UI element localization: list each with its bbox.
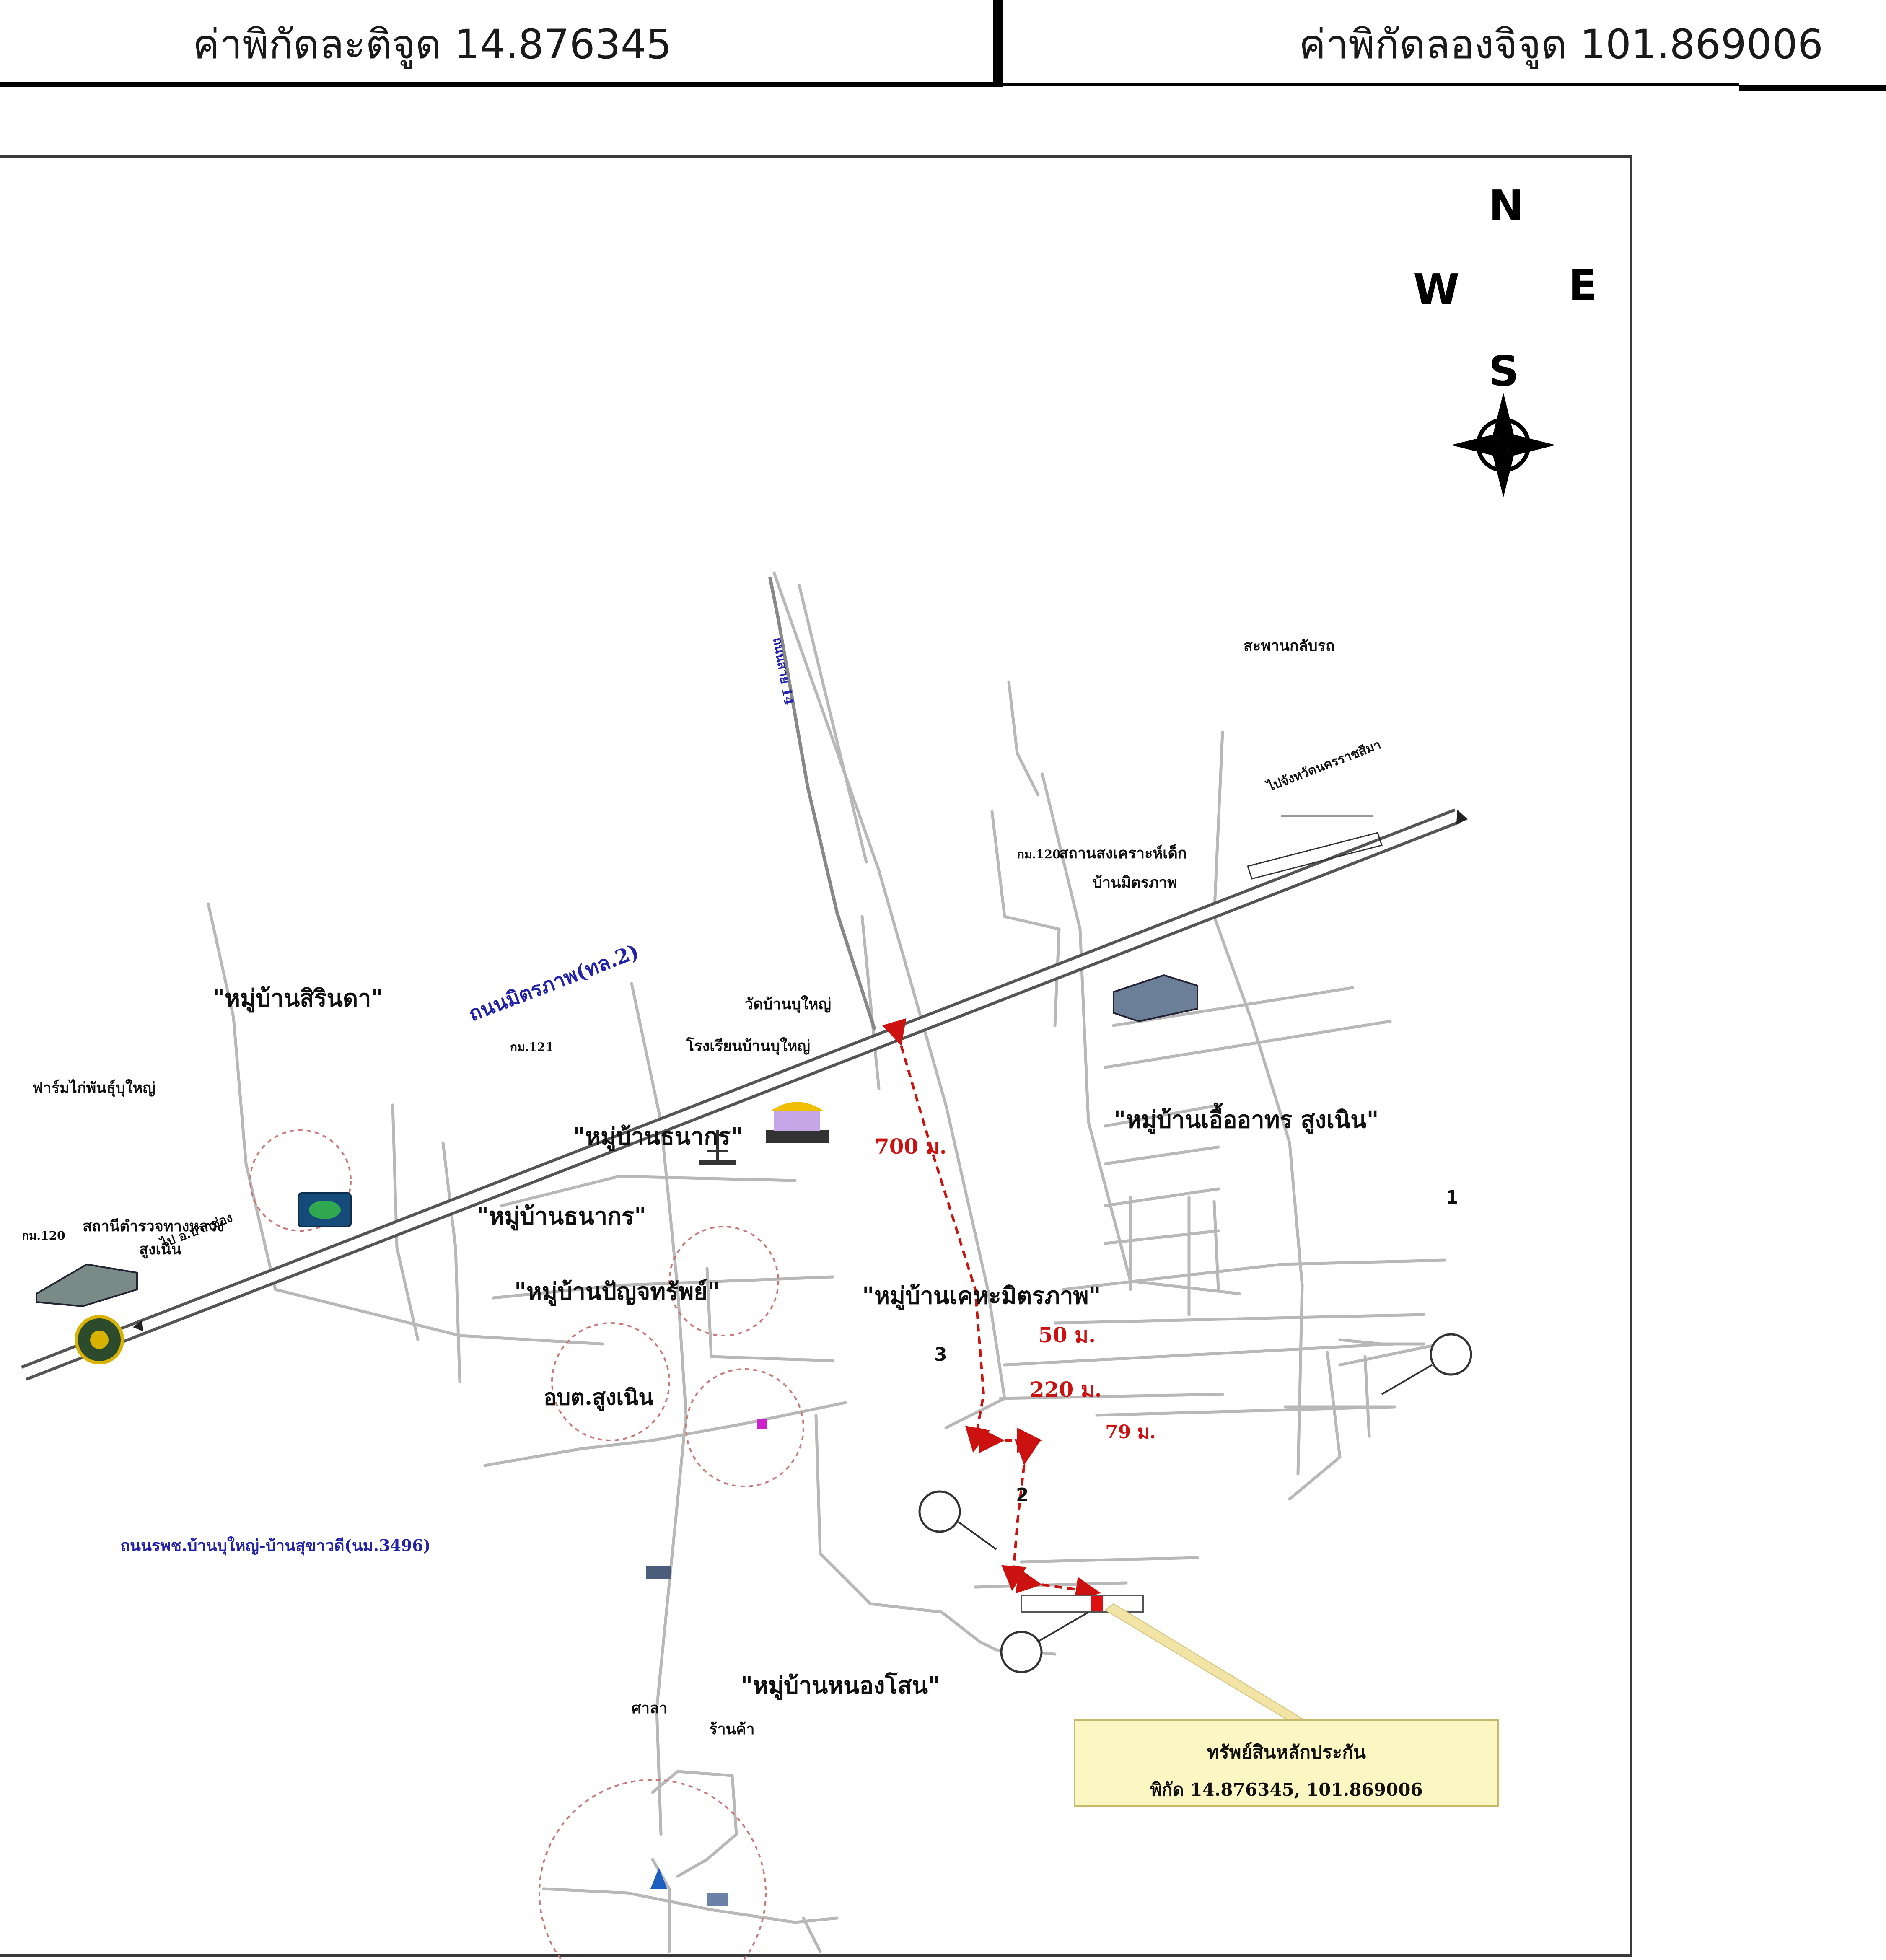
marker-3-label: 3 (934, 1344, 947, 1365)
bridge-icon (1247, 815, 1383, 880)
temple-icon (766, 1102, 829, 1143)
bridge-label: สะพานกลับรถ (1244, 637, 1335, 655)
school-icon (699, 1130, 736, 1165)
numbered-markers (918, 1333, 1472, 1673)
sala-icon (650, 1868, 667, 1889)
farm-label: ฟาร์มไก่พันธุ์บุใหญ่ (32, 1079, 155, 1097)
welfare-center-label-2: บ้านมิตรภาพ (1093, 874, 1177, 891)
marker-1-label: 1 (1446, 1187, 1459, 1208)
compass-south-label: S (1489, 347, 1519, 396)
village-areas (249, 1129, 804, 1960)
school-label: โรงเรียนบ้านบุใหญ่ (686, 1037, 811, 1055)
compass-west-label: W (1413, 265, 1460, 314)
coordinates-header: ค่าพิกัดละติจูด 14.876345 ค่าพิกัดลองจิจ… (0, 0, 1886, 92)
village-keha-mittraphap: "หมู่บ้านเคหะมิตรภาพ" (862, 1282, 1101, 1310)
marker-2-label: 2 (1016, 1484, 1029, 1506)
header-rule-left (0, 82, 993, 87)
km-120-label: กม.120 (1017, 847, 1061, 861)
rural-road-label: ถนนรพช.บ้านบุใหญ่-บ้านสุขาวดี(นม.3496) (120, 1536, 431, 1555)
distance-50m: 50 ม. (1038, 1323, 1096, 1347)
km-121-label: กม.121 (510, 1040, 554, 1054)
sala-label: ศาลา (632, 1699, 668, 1717)
compass-rose (1451, 393, 1556, 497)
map-frame: N S E W ถนนมิตรภาพ(ทล.2) ไปจังหวัดนครราช… (0, 155, 1632, 1960)
marker-leaders (958, 1364, 1433, 1642)
orphanage-icon (1113, 974, 1198, 1023)
distance-220m: 220 ม. (1030, 1377, 1102, 1402)
property-callout-pointer (1104, 1603, 1308, 1722)
compass-east-label: E (1568, 261, 1597, 310)
km-120-west-label: กม.120 (22, 1229, 65, 1243)
longitude-label: ค่าพิกัดลองจิจูด 101.869006 (1299, 21, 1823, 68)
property-title: ทรัพย์สินหลักประกัน (1207, 1742, 1366, 1763)
purple-square-icon (757, 1419, 767, 1429)
header-rule-right-end (1739, 85, 1886, 91)
shop-label: ร้านค้า (709, 1720, 755, 1738)
police-emblem-icon (75, 1315, 124, 1364)
village-nongsano: "หมู่บ้านหนองโสน" (741, 1672, 940, 1699)
temple-label: วัดบ้านบุใหญ่ (745, 995, 832, 1013)
property-marker (1091, 1596, 1103, 1611)
header-rule-right (1000, 83, 1739, 86)
shop-icon (707, 1893, 728, 1906)
siam-badge-icon (298, 1192, 352, 1227)
property-coords: พิกัด 14.876345, 101.869006 (1150, 1779, 1423, 1800)
welfare-center-label: สถานสงเคราะห์เด็ก (1059, 844, 1187, 862)
village-panjasap: "หมู่บ้านปัญจทรัพย์" (514, 1278, 720, 1305)
farm-icon (36, 1263, 138, 1308)
tambon-office-icon (646, 1566, 671, 1579)
police-label: สถานีตำรวจทางหลวง (83, 1217, 224, 1235)
village-euaarthorn: "หมู่บ้านเอื้ออาทร สูงเนิน" (1114, 1106, 1379, 1134)
road-14 (768, 577, 876, 1030)
header-divider (993, 0, 1003, 87)
compass-north-label: N (1489, 181, 1524, 230)
property-callout: ทรัพย์สินหลักประกัน พิกัด 14.876345, 101… (1074, 1719, 1499, 1807)
village-sirinda: "หมู่บ้านสิรินดา" (212, 984, 383, 1012)
village-thanakorn-2: "หมู่บ้านธนากร" (477, 1202, 647, 1230)
distance-700m: 700 ม. (875, 1134, 947, 1159)
police-label-2: สูงเนิน (139, 1240, 182, 1258)
latitude-label: ค่าพิกัดละติจูด 14.876345 (193, 21, 672, 68)
tambon-office-label: อบต.สูงเนิน (544, 1385, 654, 1410)
village-thanakorn-1: "หมู่บ้านธนากร" (573, 1123, 743, 1150)
highway-line (21, 808, 1468, 1381)
property-plot (1021, 1595, 1144, 1613)
distance-79m: 79 ม. (1105, 1421, 1156, 1443)
route-path (882, 1018, 1101, 1602)
